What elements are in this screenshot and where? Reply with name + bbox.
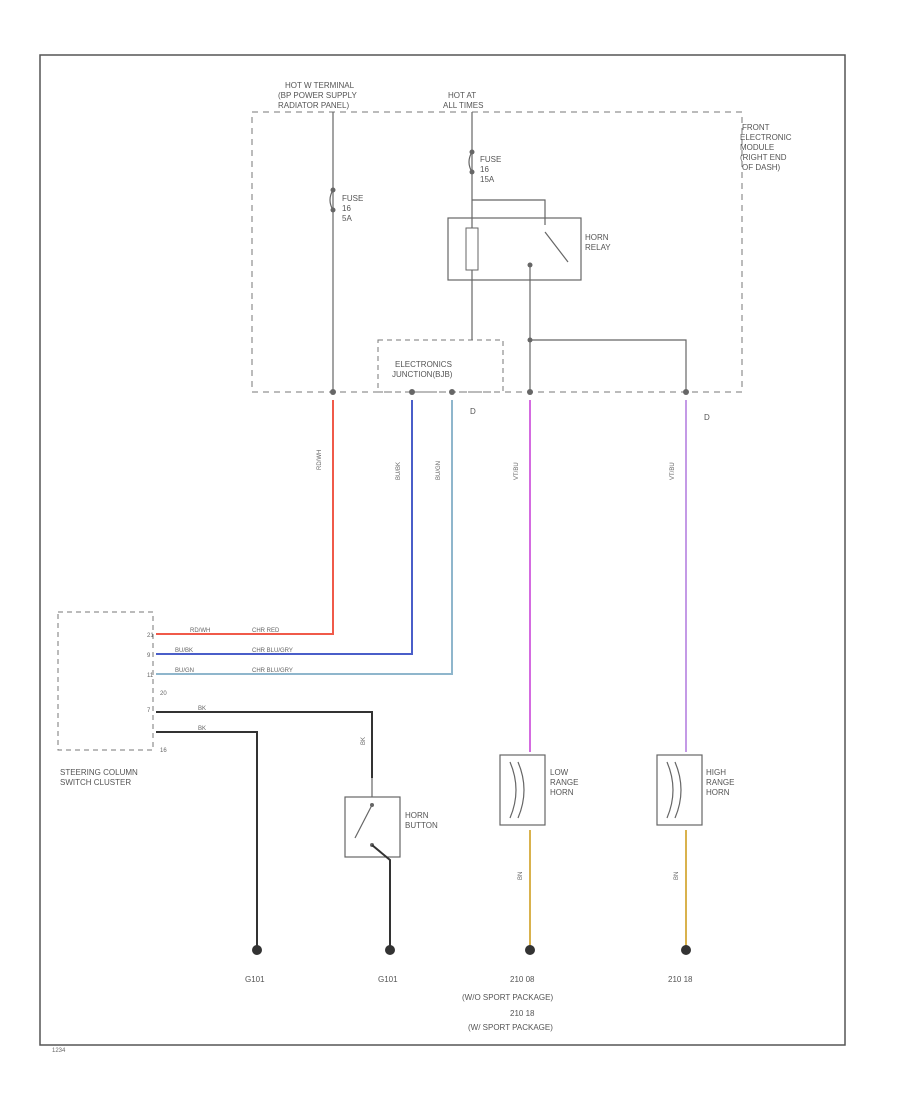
front-module-label-4: (RIGHT END: [740, 153, 787, 162]
connector-pin-violet2: [683, 389, 689, 395]
wire-row1-desc: CHR RED: [252, 628, 280, 634]
connector-d-label-2: D: [704, 413, 710, 422]
wire-black-to-ground: [156, 731, 258, 950]
fuse-right-label-2: 16: [480, 165, 489, 174]
high-horn-feed: [530, 339, 687, 392]
horn-relay-box: [447, 217, 582, 281]
high-horn-label-3: HORN: [706, 788, 730, 797]
low-range-horn-icon: [499, 754, 546, 826]
ground-1-label: G101: [245, 975, 265, 984]
ground-point-4: [681, 945, 691, 955]
steering-cluster-box: [57, 611, 154, 751]
front-module-label-5: OF DASH): [742, 163, 781, 172]
steering-cluster-label-1: STEERING COLUMN: [60, 768, 138, 777]
horn-button-label-1: HORN: [405, 811, 429, 820]
high-horn-label-2: RANGE: [706, 778, 734, 787]
ground-2-label: G101: [378, 975, 398, 984]
wire-red: [156, 400, 334, 635]
ground-4-label: 210 18: [668, 975, 693, 984]
hot-terminal-label-3: RADIATOR PANEL): [278, 101, 349, 110]
ground-3-label-2: (W/O SPORT PACKAGE): [462, 993, 553, 1002]
junction-label-1: ELECTRONICS: [395, 360, 452, 369]
front-module-label-2: ELECTRONIC: [740, 133, 792, 142]
hot-terminal-label-2: (BP POWER SUPPLY: [278, 91, 358, 100]
low-horn-label-1: LOW: [550, 768, 569, 777]
wire-blue1-code: BU/BK: [396, 462, 402, 480]
cluster-pin-1: 21: [147, 633, 154, 639]
low-horn-label-3: HORN: [550, 788, 574, 797]
connector-pin-blue1: [409, 389, 415, 395]
fuse-right-label-3: 15A: [480, 175, 495, 184]
cluster-pin-2: 9: [147, 653, 151, 659]
ground-point-1: [252, 945, 262, 955]
ground-3-label-1: 210 08: [510, 975, 535, 984]
fuse-left-label-1: FUSE: [342, 194, 363, 203]
front-module-label-3: MODULE: [740, 143, 774, 152]
junction-label-2: JUNCTION(BJB): [392, 370, 453, 379]
wire-row2-desc: CHR BLU/GRY: [252, 648, 293, 654]
wire-row1-code: RD/WH: [190, 628, 210, 634]
wire-black-sw-code: BK: [361, 737, 367, 745]
horn-button-label-2: BUTTON: [405, 821, 438, 830]
wire-black1-code: BK: [198, 706, 206, 712]
ground-point-2: [385, 945, 395, 955]
fuse-left-icon: [329, 189, 334, 211]
wire-blue-1: [156, 400, 413, 655]
hot-at-all-times-label-1: HOT AT: [448, 91, 476, 100]
electronics-junction-box: [377, 339, 504, 393]
high-horn-label-1: HIGH: [706, 768, 726, 777]
fuse-left-label-3: 5A: [342, 214, 352, 223]
wire-black-to-switch: [156, 711, 373, 778]
cluster-pin-5: 7: [147, 708, 151, 714]
diagram-frame: [39, 54, 846, 1046]
wire-row2-code: BU/BK: [175, 648, 193, 654]
wire-violet2-code: VT/BU: [670, 462, 676, 480]
fuse-left-label-2: 16: [342, 204, 351, 213]
relay-coil-icon: [465, 227, 479, 271]
low-horn-label-2: RANGE: [550, 778, 578, 787]
connector-pin-violet1: [527, 389, 533, 395]
wire-black2-code: BK: [198, 726, 206, 732]
cluster-pin-3: 11: [147, 673, 154, 679]
connector-d-label-1: D: [470, 407, 476, 416]
fuse-right-icon: [468, 151, 473, 173]
hot-terminal-label-1: HOT W TERMINAL: [285, 81, 355, 90]
fuse-right-label-1: FUSE: [480, 155, 501, 164]
horn-relay-label-2: RELAY: [585, 243, 611, 252]
figure-id: 1234: [52, 1048, 66, 1054]
steering-cluster-label-2: SWITCH CLUSTER: [60, 778, 131, 787]
front-module-label-1: FRONT: [742, 123, 770, 132]
relay-switch-contact: [544, 231, 569, 263]
wire-row3-code: BU/GN: [175, 668, 194, 674]
cluster-pin-6: 16: [160, 748, 167, 754]
wire-row3-desc: CHR BLU/GRY: [252, 668, 293, 674]
wire-violet1-code: VT/BU: [514, 462, 520, 480]
horn-button-contact: [354, 804, 373, 839]
wire-brown2-code: BN: [674, 872, 680, 880]
ground-point-3: [525, 945, 535, 955]
relay-supply-wire: [472, 199, 546, 225]
connector-pin-red: [330, 389, 336, 395]
front-electronic-module-box: [251, 111, 743, 393]
wire-blue2-code: BU/GN: [436, 461, 442, 480]
connector-pin-blue2: [449, 389, 455, 395]
cluster-pin-4: 20: [160, 691, 167, 697]
high-range-horn-icon: [656, 754, 703, 826]
wire-blue-2: [156, 400, 453, 675]
wire-brown1-code: BN: [518, 872, 524, 880]
hot-at-all-times-label-2: ALL TIMES: [443, 101, 483, 110]
ground-3-label-4: (W/ SPORT PACKAGE): [468, 1023, 553, 1032]
ground-3-label-3: 210 18: [510, 1009, 535, 1018]
horn-relay-label-1: HORN: [585, 233, 609, 242]
wire-red-code: RD/WH: [317, 450, 323, 470]
wire-horn-button-ground: [371, 844, 391, 950]
